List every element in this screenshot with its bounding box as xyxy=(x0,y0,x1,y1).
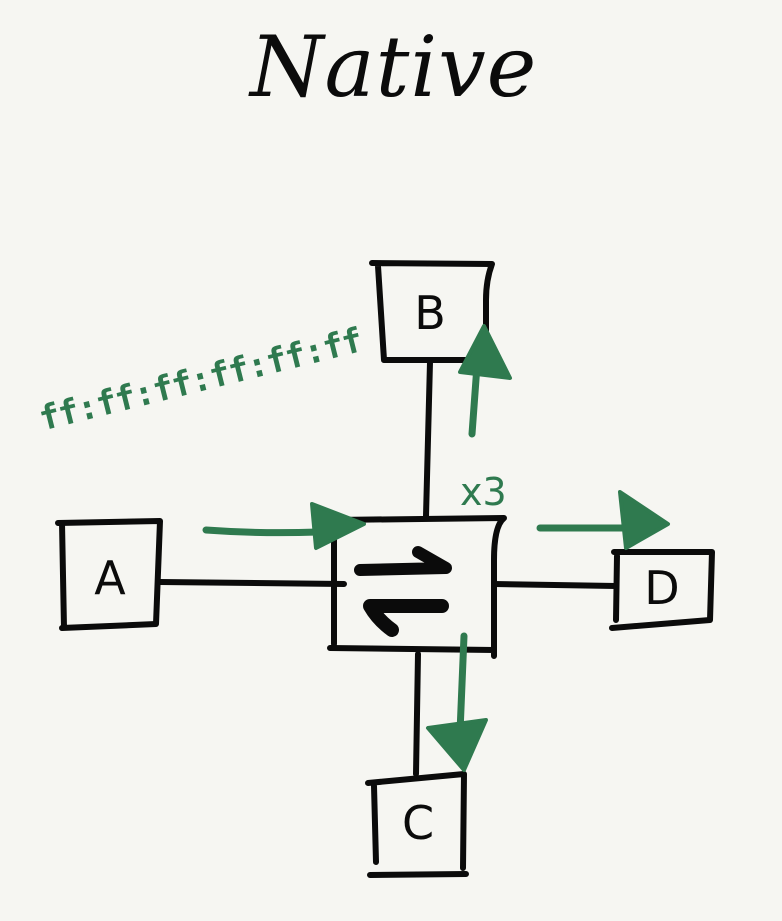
arrow-switch-to-d xyxy=(536,490,670,550)
node-d-label: D xyxy=(644,561,680,615)
node-d-box xyxy=(609,549,715,631)
node-c-label: C xyxy=(401,796,435,850)
link-a-switch xyxy=(157,579,347,587)
node-a-box xyxy=(55,518,163,631)
node-c-box xyxy=(365,771,469,878)
links xyxy=(157,359,619,777)
node-a-label: A xyxy=(94,551,126,605)
diagram-title: Native xyxy=(250,18,538,116)
flood-multiplier-annotation: x3 xyxy=(460,470,507,514)
node-b-label: B xyxy=(414,286,446,340)
switch-box xyxy=(327,515,507,659)
arrow-switch-to-c xyxy=(426,632,488,772)
arrow-switch-to-b xyxy=(458,324,512,438)
link-b-switch xyxy=(423,359,433,519)
link-c-switch xyxy=(413,651,421,777)
swap-arrows-icon xyxy=(354,546,452,637)
link-d-switch xyxy=(491,581,619,589)
arrow-a-to-switch xyxy=(202,502,366,550)
